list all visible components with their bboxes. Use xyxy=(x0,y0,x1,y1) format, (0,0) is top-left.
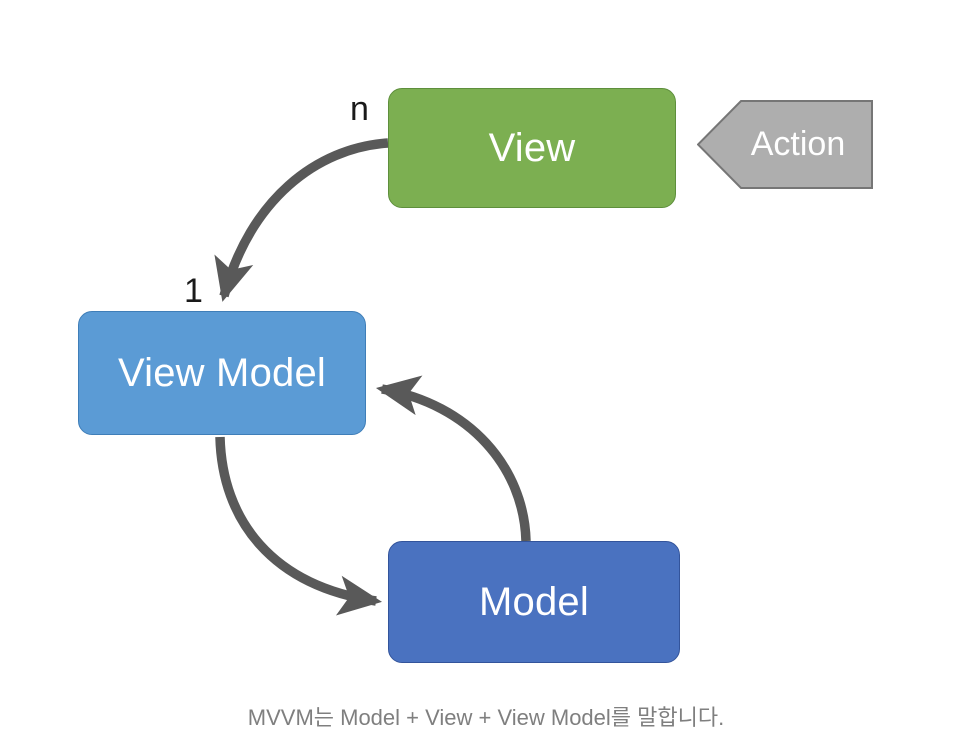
node-model[interactable]: Model xyxy=(388,541,680,663)
node-view-model-label: View Model xyxy=(117,350,327,395)
diagram-caption: MVVM는 Model + View + View Model를 말합니다. xyxy=(247,705,725,730)
edge-label-one: 1 xyxy=(184,272,203,310)
edge-view-model-to-model xyxy=(215,436,383,616)
node-model-label: Model xyxy=(479,579,589,624)
node-view-label: View xyxy=(488,125,576,170)
node-action[interactable]: Action xyxy=(697,100,873,189)
node-view-model[interactable]: View Model xyxy=(78,311,366,435)
node-view[interactable]: View xyxy=(388,88,676,208)
edge-view-to-view-model xyxy=(214,138,389,302)
edge-model-to-view-model xyxy=(375,375,531,542)
edge-label-n: n xyxy=(350,90,369,128)
node-action-label: Action xyxy=(750,125,846,163)
left-arrow-pentagon-icon xyxy=(697,100,873,189)
